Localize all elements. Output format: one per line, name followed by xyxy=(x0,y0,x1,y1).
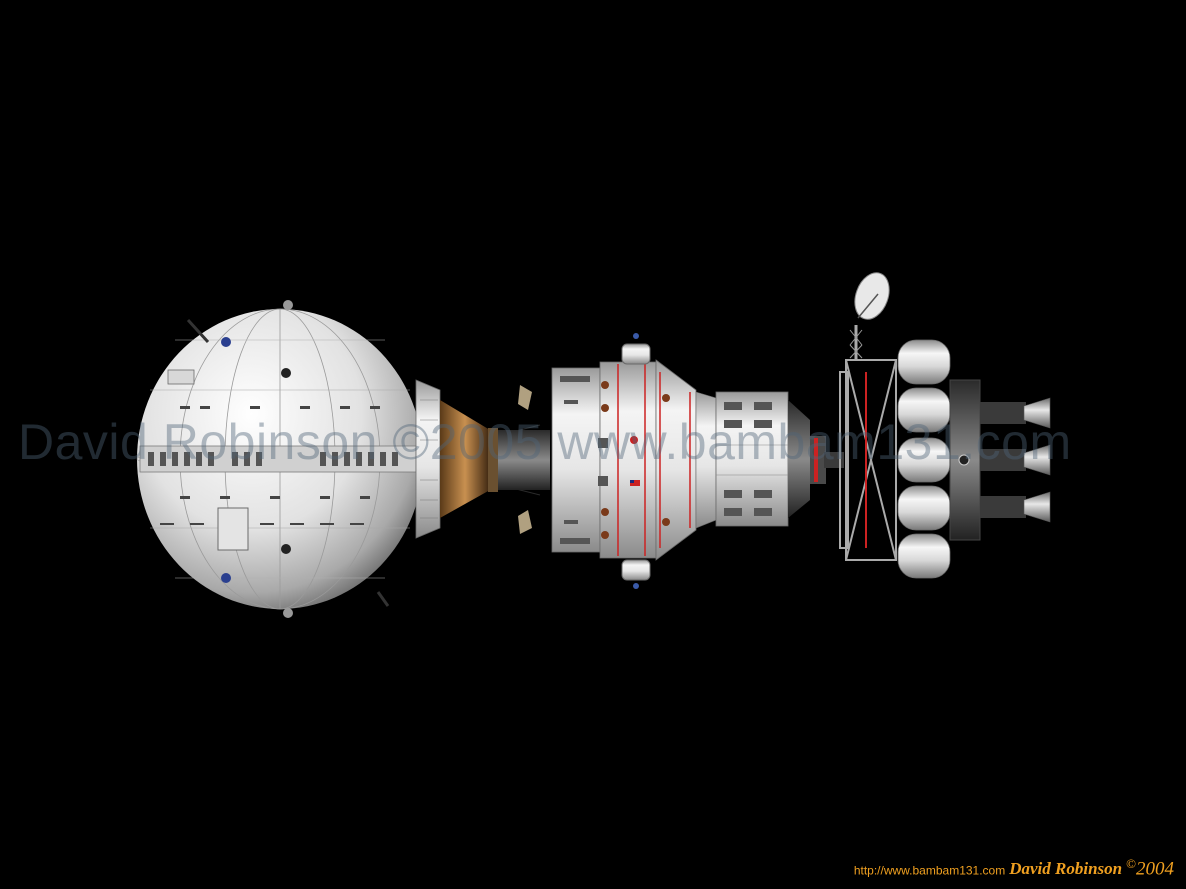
command-module xyxy=(551,333,697,589)
credit-url[interactable]: http://www.bambam131.com xyxy=(853,863,1006,877)
propulsion-stage xyxy=(839,272,1051,579)
copyright-symbol: © xyxy=(1126,855,1136,871)
credit-year: 2004 xyxy=(1136,858,1174,879)
credit-name: David Robinson xyxy=(1009,859,1123,878)
service-module xyxy=(695,391,844,529)
habitat-sphere xyxy=(136,300,441,618)
interstage-cone xyxy=(440,385,550,534)
watermark-text: David Robinson ©2005 www.bambam131.com xyxy=(18,414,1072,470)
